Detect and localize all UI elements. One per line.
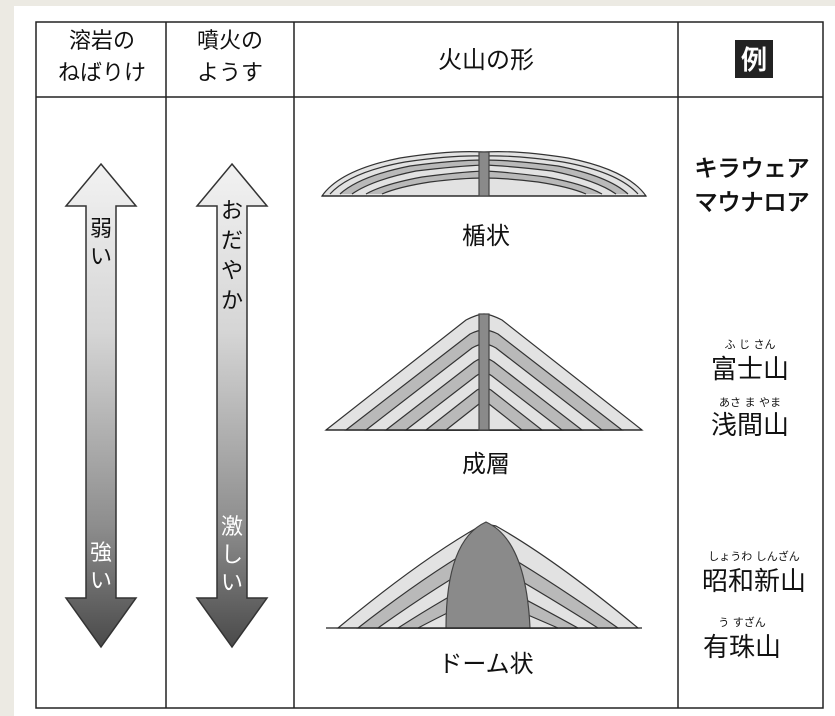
example-mauna-loa: マウナロア — [695, 190, 810, 216]
header-example-badge — [735, 40, 773, 78]
stratovolcano-label: 成層 — [462, 450, 510, 478]
eruption-top-char-2: だ — [221, 229, 243, 254]
table-border — [35, 21, 824, 709]
example-kilauea: キラウェア — [695, 156, 810, 182]
eruption-top-char-4: か — [221, 289, 243, 314]
ruby-showa-shinzan: しょうわ しんざん — [708, 549, 800, 563]
stratovolcano-diagram — [324, 313, 644, 431]
eruption-arrow-shape — [195, 162, 269, 649]
header-viscosity-line2: ねばりけ — [58, 61, 146, 86]
eruption-bottom-char-2: し — [221, 543, 243, 568]
example-fuji: 富士山 — [711, 355, 789, 385]
header-shape: 火山の形 — [438, 46, 534, 74]
viscosity-arrow-shape — [64, 162, 138, 649]
eruption-bottom-char-1: 激 — [221, 515, 243, 540]
header-example: 例 — [741, 46, 767, 76]
ruby-usu: う すざん — [718, 615, 766, 629]
viscosity-arrow: 弱 い 強 い — [64, 162, 138, 649]
eruption-bottom-char-3: い — [221, 571, 243, 596]
shield-volcano-diagram — [320, 151, 648, 197]
example-showa-shinzan: 昭和新山 — [702, 567, 806, 597]
examples-column: キラウェア マウナロア ふ じ さん 富士山 あさ ま やま 浅間山 しょうわ … — [695, 156, 810, 663]
lava-dome-label: ドーム状 — [438, 650, 533, 678]
example-usu: 有珠山 — [703, 633, 781, 663]
ruby-fuji: ふ じ さん — [725, 338, 776, 351]
viscosity-bottom-char-1: 強 — [90, 541, 112, 566]
example-asama: 浅間山 — [711, 411, 789, 441]
eruption-arrow: お だ や か 激 し い — [195, 162, 269, 649]
lava-dome-diagram — [326, 521, 642, 629]
eruption-top-char-3: や — [221, 259, 243, 284]
table-grid — [35, 21, 824, 709]
header-viscosity-line1: 溶岩の — [69, 29, 135, 54]
eruption-top-char-1: お — [221, 199, 243, 224]
viscosity-top-char-1: 弱 — [90, 217, 112, 242]
header-eruption-line2: ようす — [197, 61, 263, 86]
viscosity-bottom-char-2: い — [90, 569, 112, 594]
header-eruption-line1: 噴火の — [197, 29, 263, 54]
shield-volcano-label: 楯状 — [462, 222, 510, 250]
ruby-asama: あさ ま やま — [719, 396, 781, 409]
viscosity-top-char-2: い — [90, 245, 112, 270]
header-row: 溶岩の ねばりけ 噴火の ようす 火山の形 例 — [58, 29, 773, 86]
